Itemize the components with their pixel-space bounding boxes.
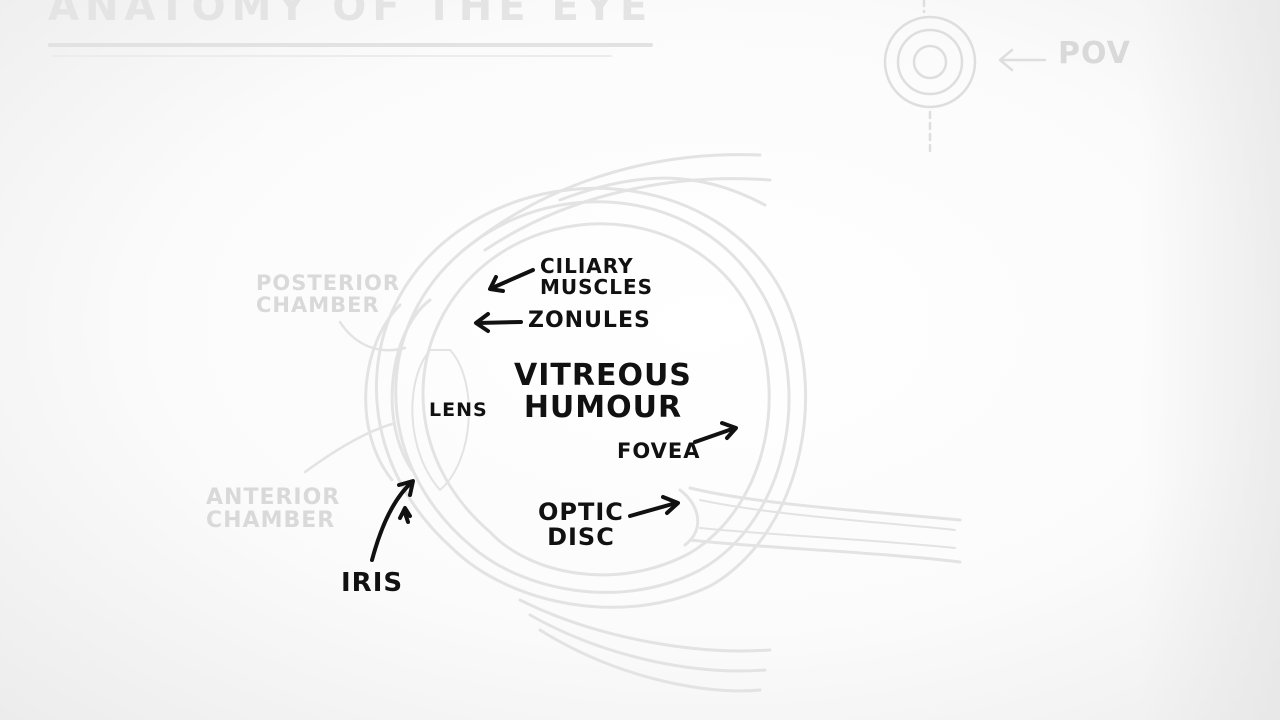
posterior-chamber-label: POSTERIOR CHAMBER [256,272,400,316]
vitreous-line1: VITREOUS [514,360,692,392]
posterior-chamber-line2: CHAMBER [256,294,400,316]
iris-small-arrow-icon [400,508,410,522]
optic-disc-label: OPTIC DISC [538,500,624,550]
optic-disc-arrow-icon [630,497,678,516]
title-underline-shadow [52,55,612,57]
anterior-chamber-label: ANTERIOR CHAMBER [206,486,340,532]
iris-label: IRIS [341,570,403,597]
anterior-chamber-line1: ANTERIOR [206,486,340,509]
posterior-chamber-line1: POSTERIOR [256,272,400,294]
vitreous-line2: HUMOUR [514,392,692,424]
bottom-muscle-sketch [520,600,770,691]
optic-line1: OPTIC [538,500,624,525]
anterior-chamber-pointer [305,424,392,472]
ciliary-line1: CILIARY [540,256,653,277]
posterior-chamber-pointer [340,322,405,350]
anterior-chamber-line2: CHAMBER [206,509,340,532]
zonules-label: ZONULES [528,309,651,332]
optic-line2: DISC [538,525,624,550]
ciliary-muscles-label: CILIARY MUSCLES [540,256,653,298]
fovea-arrow-icon [695,423,736,442]
title-underline [48,43,653,47]
zonules-arrow-icon [476,314,521,331]
ciliary-arrow-icon [490,270,533,291]
vitreous-humour-label: VITREOUS HUMOUR [514,360,692,423]
fovea-label: FOVEA [617,440,700,462]
lens-label: LENS [429,401,488,421]
diagram-title: ANATOMY OF THE EYE [48,0,653,28]
pov-label: POV [1058,38,1131,70]
ciliary-line2: MUSCLES [540,277,653,298]
eye-front-view-icon [885,0,1045,155]
